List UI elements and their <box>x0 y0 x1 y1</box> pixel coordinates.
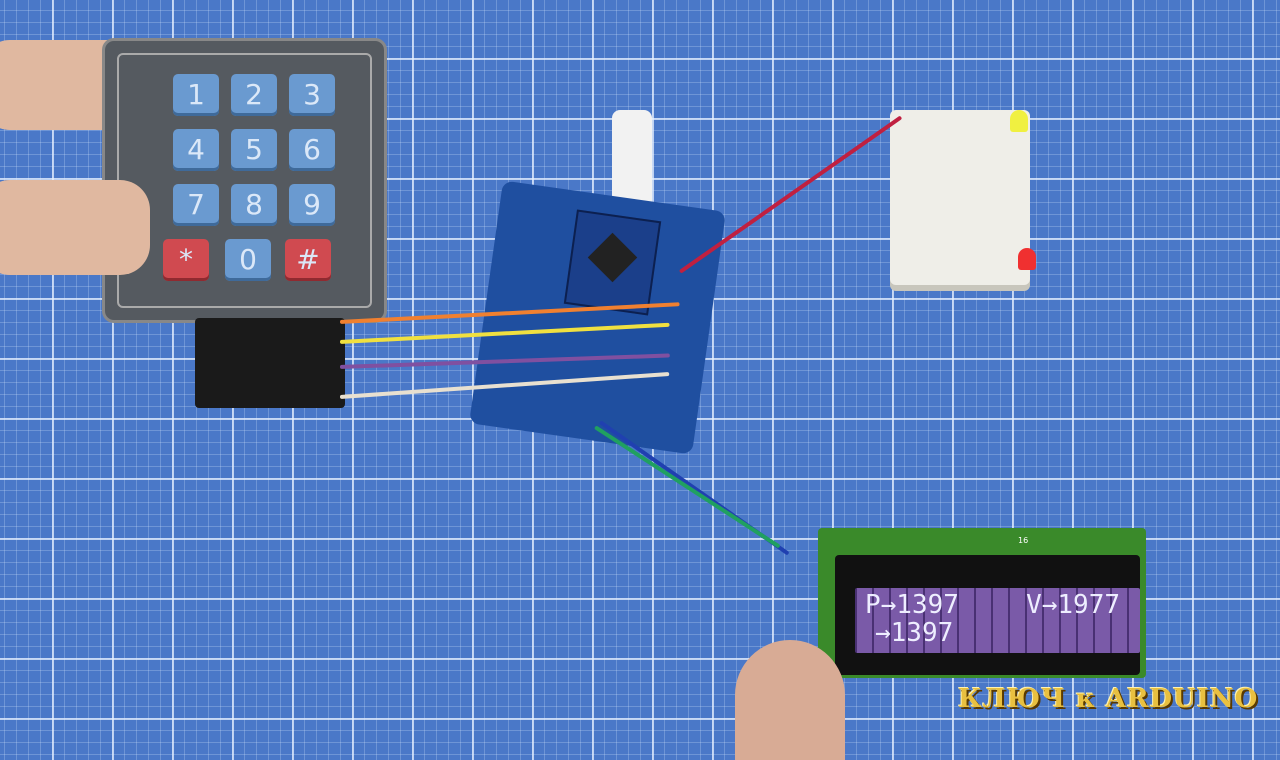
hand-left-bottom <box>0 180 150 275</box>
key-8[interactable]: 8 <box>231 184 277 226</box>
channel-watermark: КЛЮЧ к ARDUINO <box>958 684 1259 714</box>
lcd-screen: P→1397 V→1977 →1397 <box>855 588 1140 653</box>
led-yellow <box>1010 110 1028 132</box>
key-4[interactable]: 4 <box>173 129 219 171</box>
key-hash[interactable]: # <box>285 239 331 281</box>
key-9[interactable]: 9 <box>289 184 335 226</box>
key-star[interactable]: * <box>163 239 209 281</box>
key-6[interactable]: 6 <box>289 129 335 171</box>
key-7[interactable]: 7 <box>173 184 219 226</box>
key-3[interactable]: 3 <box>289 74 335 116</box>
keypad-connector <box>195 318 345 408</box>
key-1[interactable]: 1 <box>173 74 219 116</box>
mini-breadboard <box>890 110 1030 285</box>
key-5[interactable]: 5 <box>231 129 277 171</box>
finger <box>735 640 845 760</box>
key-0[interactable]: 0 <box>225 239 271 281</box>
lcd-line1-right: V→1977 <box>1026 590 1120 620</box>
lcd-line2: →1397 <box>875 618 954 648</box>
wire-red <box>678 115 903 274</box>
led-red <box>1018 248 1036 270</box>
membrane-keypad[interactable]: 1 2 3 4 5 6 7 8 9 * 0 # <box>102 38 387 323</box>
key-2[interactable]: 2 <box>231 74 277 116</box>
lcd-line1-left: P→1397 <box>865 590 959 620</box>
usb-cable <box>612 110 652 210</box>
lcd-pin-label: 16 <box>1018 536 1029 545</box>
